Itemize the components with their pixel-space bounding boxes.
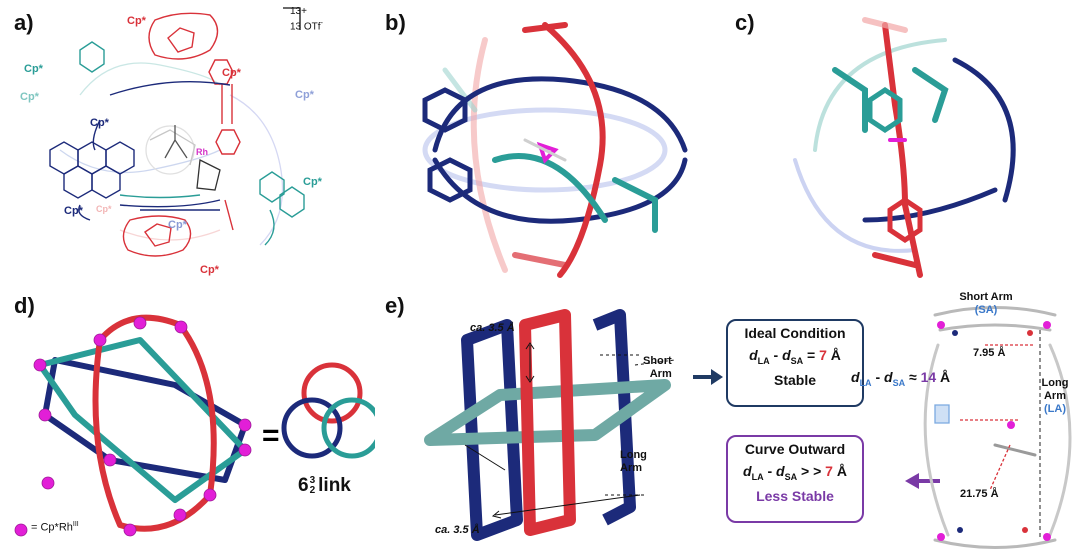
panel-a: a) bbox=[0, 0, 370, 285]
svg-text:Cp*: Cp* bbox=[64, 205, 84, 217]
ideal-condition-equation: dLA - dSA = 7 Å bbox=[749, 347, 841, 366]
panel-e-label: e) bbox=[385, 293, 405, 318]
curve-outward-box: Curve Outward dLA - dSA > > 7 Å Less Sta… bbox=[726, 435, 864, 523]
svg-text:Cp*: Cp* bbox=[303, 176, 323, 188]
ca-distance-bottom: ca. 3.5 Å bbox=[435, 524, 480, 536]
long-arm-distance: 21.75 Å bbox=[960, 488, 999, 500]
legend-rh-node: = Cp*RhIII bbox=[31, 521, 79, 534]
svg-text:Cp*: Cp* bbox=[127, 15, 147, 27]
svg-text:Cp*: Cp* bbox=[295, 89, 315, 101]
model-short-arm: Short Arm (SA) bbox=[959, 291, 1013, 316]
ideal-condition-status: Stable bbox=[773, 371, 816, 388]
ideal-condition-box: Ideal Condition dLA - dSA = 7 Å Stable bbox=[726, 319, 864, 407]
rh-node-legend-marker bbox=[14, 523, 28, 537]
molecular-structure-drawing: Cp* Cp* Cp* Cp* Cp* Cp* Cp* Cp* Cp* Cp* … bbox=[20, 7, 323, 276]
counterion: 13 OTf bbox=[290, 21, 321, 33]
svg-text:Cp*: Cp* bbox=[90, 117, 110, 129]
charge-label: 13+ 13 OTf- bbox=[290, 6, 323, 33]
svg-text:Cp*: Cp* bbox=[222, 67, 242, 79]
svg-text:Cp*: Cp* bbox=[168, 219, 188, 231]
short-arm-distance: 7.95 Å bbox=[973, 347, 1006, 359]
panel-c-label: c) bbox=[735, 10, 755, 35]
model-long-arm: Long Arm (LA) bbox=[1041, 377, 1069, 415]
curve-outward-equation: dLA - dSA > > 7 Å bbox=[743, 463, 847, 482]
panel-b: b) bbox=[375, 0, 715, 285]
svg-text:Rh: Rh bbox=[196, 147, 208, 157]
svg-text:Cp*: Cp* bbox=[24, 63, 44, 75]
panel-d-label: d) bbox=[14, 293, 35, 318]
counterion-charge: - bbox=[320, 20, 323, 27]
ca-distance-top: ca. 3.5 Å bbox=[470, 322, 515, 334]
svg-text:Cp*: Cp* bbox=[96, 204, 112, 214]
svg-text:Cp*: Cp* bbox=[20, 91, 40, 103]
ideal-condition-title: Ideal Condition bbox=[744, 325, 846, 341]
arm-length-difference: dLA - dSA ≈ 14 Å bbox=[851, 369, 951, 388]
crystal-structure-view-b bbox=[422, 22, 688, 278]
crystal-structure-view-c bbox=[793, 17, 1016, 278]
charge-value: 13+ bbox=[290, 6, 307, 17]
topology-diagram: = bbox=[14, 314, 375, 537]
rectangle-model-diagram bbox=[424, 306, 1072, 549]
svg-text:Cp*: Cp* bbox=[200, 264, 220, 276]
panel-c: c) bbox=[715, 0, 1080, 285]
panel-a-label: a) bbox=[14, 10, 34, 35]
equals-sign: = bbox=[262, 419, 280, 452]
panel-b-label: b) bbox=[385, 10, 406, 35]
curve-outward-status: Less Stable bbox=[756, 487, 834, 504]
panel-e: e) bbox=[375, 285, 1080, 550]
curve-outward-title: Curve Outward bbox=[744, 441, 846, 457]
